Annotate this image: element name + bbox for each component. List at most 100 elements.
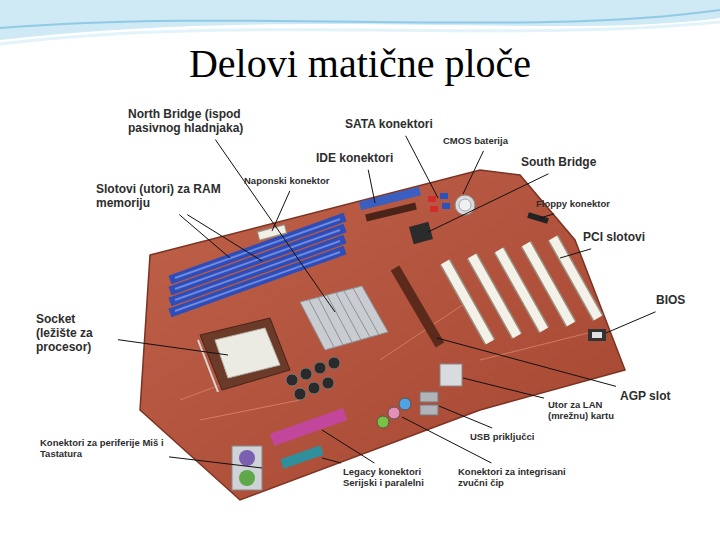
ide-connector: [366, 206, 416, 218]
leader-line: [437, 338, 616, 386]
part-label: Floppy konektor: [536, 199, 636, 210]
agp-slot: [395, 268, 440, 345]
heatsink: [318, 297, 343, 345]
capacitor: [294, 388, 306, 400]
leader-line: [540, 214, 554, 218]
ps2-port: [232, 446, 262, 490]
sata-connector: [442, 203, 450, 209]
leader-line: [272, 191, 290, 231]
leader-line: [428, 174, 548, 232]
part-label: SATA konektori: [345, 118, 455, 132]
ps2-port: [239, 450, 255, 466]
sata-connector: [428, 193, 450, 212]
south-bridge-chip: [409, 222, 433, 245]
capacitor: [308, 382, 320, 394]
part-label: North Bridge (ispod pasivnog hladnjaka): [128, 108, 278, 136]
capacitor: [322, 377, 334, 389]
usb-port: [420, 392, 438, 402]
leader-line: [463, 378, 544, 398]
leader-line: [368, 170, 375, 203]
cmos-battery: [459, 199, 471, 211]
capacitor: [314, 362, 326, 374]
part-label: USB priključci: [470, 432, 560, 443]
ram-slot: [175, 230, 340, 289]
capacitor: [300, 368, 312, 380]
usb-port: [420, 405, 438, 415]
ram-slot: [175, 219, 340, 278]
audio-jack: [377, 398, 411, 428]
leader-line: [606, 312, 656, 333]
circuit-board: [140, 170, 625, 500]
part-label: IDE konektori: [316, 152, 416, 166]
audio-jack: [388, 407, 400, 419]
header-swoosh: [0, 22, 720, 44]
heatsink: [336, 293, 361, 340]
sata-connector: [430, 206, 438, 212]
leader-line: [215, 140, 335, 312]
part-label: Naponski konektor: [244, 176, 344, 187]
ide-connector: [360, 191, 420, 218]
cmos-battery: [455, 195, 475, 215]
part-label: Socket (ležište za procesor): [36, 313, 114, 354]
part-label: Konektori za periferije Miš i Tastatura: [40, 438, 165, 460]
heatsink: [300, 286, 388, 350]
leader-line: [463, 151, 483, 194]
capacitor: [286, 374, 298, 386]
agp-slot: [395, 268, 440, 345]
ps2-port: [232, 446, 262, 490]
bios-chip: [592, 332, 602, 338]
heatsink: [344, 291, 370, 337]
part-label: AGP slot: [620, 390, 690, 404]
part-label: Konektori za integrisani zvučni čip: [458, 467, 583, 489]
heatsink: [327, 295, 352, 342]
audio-jack: [399, 398, 411, 410]
lan-port: [440, 364, 462, 386]
header-swoosh: [0, 10, 720, 28]
leader-line: [406, 136, 438, 198]
heatsink: [353, 288, 379, 335]
parallel-port: [272, 414, 345, 440]
bios-chip: [588, 329, 606, 341]
floppy-connector: [528, 215, 548, 221]
part-label: BIOS: [656, 294, 706, 308]
pci-slot: [553, 238, 598, 318]
capacitor: [328, 357, 340, 369]
south-bridge-chip: [409, 222, 433, 245]
header-swoosh: [0, 0, 720, 44]
lan-port: [440, 364, 462, 386]
ps2-port: [239, 470, 255, 486]
part-label: Slotovi (utori) za RAM memoriju: [96, 183, 221, 211]
sata-connector: [440, 193, 448, 199]
usb-port: [420, 392, 438, 415]
sata-connector: [428, 196, 436, 202]
cpu-socket: [198, 340, 218, 392]
cpu-socket: [198, 318, 290, 392]
cmos-battery: [455, 195, 475, 215]
bios-chip: [588, 329, 606, 341]
parallel-port: [272, 414, 345, 440]
ram-slot: [175, 241, 340, 300]
pci-slot: [445, 238, 598, 342]
leader-line: [118, 340, 228, 355]
cpu-socket: [215, 328, 280, 378]
serial-port: [282, 450, 322, 464]
heatsink: [309, 300, 334, 347]
slide-title: Delovi matične ploče: [0, 42, 720, 86]
circuit-board: [140, 170, 625, 500]
audio-jack: [377, 416, 389, 428]
heatsink: [300, 286, 388, 350]
leader-line: [439, 406, 492, 428]
part-label: PCI slotovi: [583, 231, 673, 245]
part-label: South Bridge: [521, 156, 621, 170]
capacitor: [286, 357, 340, 400]
part-label: Utor za LAN (mrežnu) kartu: [548, 400, 643, 422]
leader-line: [169, 457, 262, 468]
leader-line: [560, 249, 591, 258]
serial-port: [282, 450, 322, 464]
floppy-connector: [528, 215, 548, 221]
part-label: Legacy konektori Serijski i paralelni: [343, 467, 453, 489]
leader-line: [322, 430, 374, 463]
leader-line: [187, 215, 262, 261]
part-label: CMOS baterija: [443, 136, 533, 147]
